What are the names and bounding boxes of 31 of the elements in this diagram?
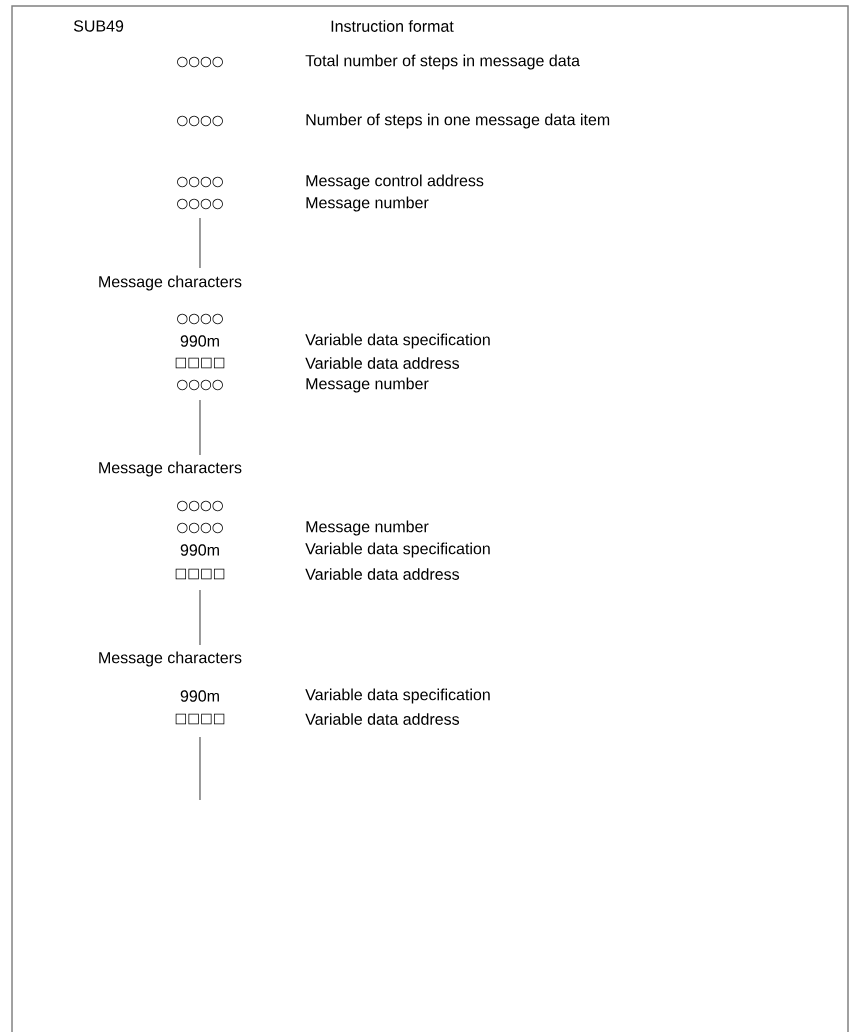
placeholder-symbols: □□□□ <box>175 357 225 369</box>
placeholder-symbols: ○○○○ <box>177 500 223 512</box>
description-text: Message number <box>306 377 429 393</box>
description-text: Message number <box>306 520 429 536</box>
heading: Instruction format <box>331 20 454 32</box>
description-text: Variable data specification <box>305 542 490 558</box>
section-label: Message characters <box>99 651 242 667</box>
code-value: 990m <box>180 544 219 556</box>
placeholder-symbols: □□□□ <box>175 713 225 725</box>
placeholder-symbols: ○○○○ <box>177 198 223 210</box>
code-value: 990m <box>180 335 219 347</box>
placeholder-symbols: ○○○○ <box>177 313 223 325</box>
section-label: Message characters <box>99 461 242 477</box>
placeholder-symbols: ○○○○ <box>177 176 223 188</box>
section-label: Message characters <box>99 275 242 291</box>
description-text: Variable data specification <box>305 333 490 349</box>
description-text: Variable data address <box>305 357 460 369</box>
description-text: Message control address <box>306 174 484 190</box>
description-text: Number of steps in one message data item <box>306 113 610 129</box>
description-text: Message number <box>306 196 429 212</box>
instruction-name: SUB49 <box>73 20 124 32</box>
placeholder-symbols: ○○○○ <box>177 522 223 534</box>
placeholder-symbols: ○○○○ <box>177 379 223 391</box>
placeholder-symbols: □□□□ <box>175 568 225 580</box>
description-text: Variable data address <box>305 568 460 580</box>
code-value: 990m <box>180 690 219 702</box>
placeholder-symbols: ○○○○ <box>177 115 223 127</box>
description-text: Variable data specification <box>305 688 490 704</box>
description-text: Total number of steps in message data <box>305 54 580 70</box>
placeholder-symbols: ○○○○ <box>177 56 223 68</box>
description-text: Variable data address <box>305 713 460 725</box>
